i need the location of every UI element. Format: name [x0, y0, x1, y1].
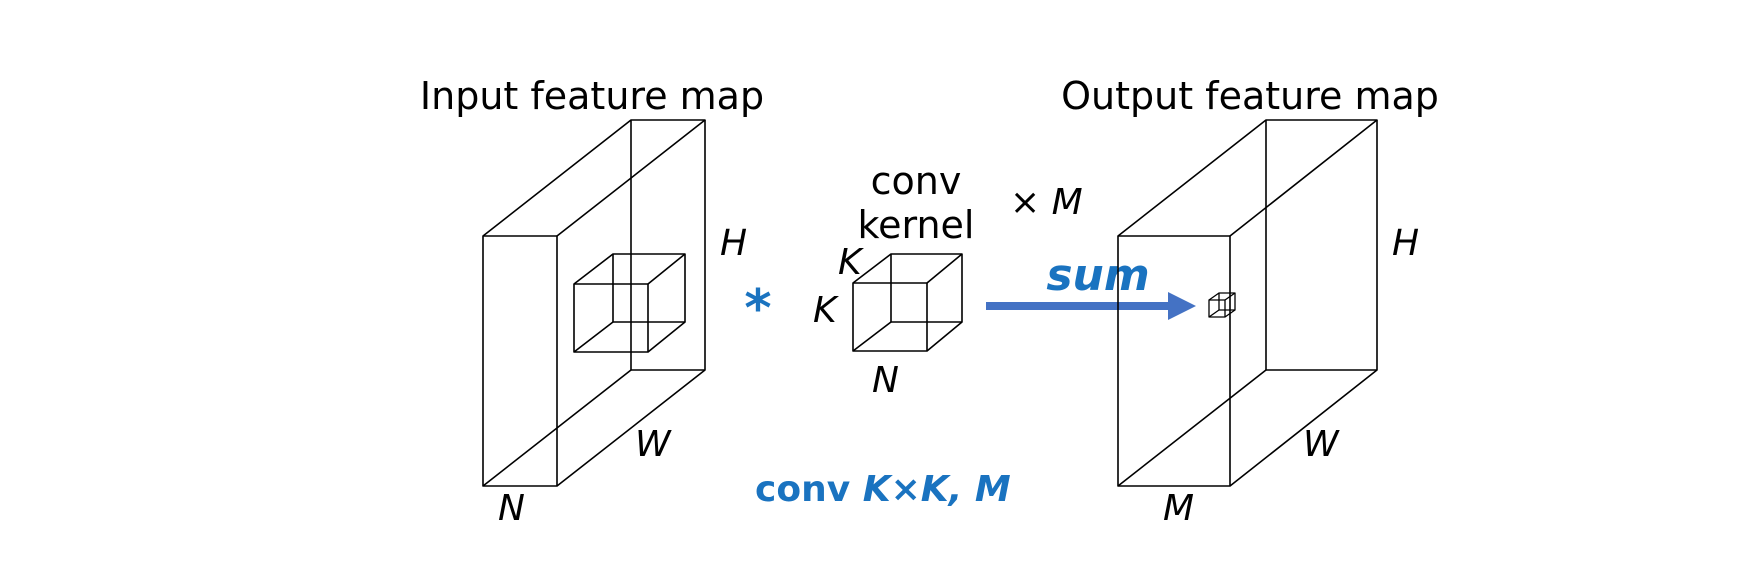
- output-back-diagonal-edge: [1117, 369, 1267, 487]
- output-w-label: W: [1303, 424, 1340, 465]
- kernel-cube: [852, 253, 963, 352]
- kernel-title-line1: conv: [871, 159, 962, 203]
- output-h-label: H: [1392, 223, 1419, 264]
- kernel-k-side-label: K: [813, 290, 839, 331]
- output-feature-map: Output feature map H W M: [1061, 74, 1439, 529]
- conv-kernel: conv kernel K K N × M: [813, 159, 1083, 401]
- kernel-times-m-label: × M: [1010, 182, 1083, 223]
- input-title: Input feature map: [420, 74, 764, 118]
- caption: conv K×K, M: [755, 469, 1011, 510]
- caption-prefix: conv: [755, 469, 863, 510]
- input-feature-map: Input feature map H W N: [420, 74, 764, 529]
- output-title: Output feature map: [1061, 74, 1439, 118]
- caption-spec: K×K, M: [863, 469, 1011, 510]
- output-m-label: M: [1163, 488, 1194, 529]
- output-pixel-cube: [1208, 292, 1236, 318]
- kernel-title-line2: kernel: [857, 203, 974, 247]
- kernel-k-top-label: K: [838, 242, 864, 283]
- arrow-head: [1168, 292, 1196, 320]
- input-front-face: [482, 235, 558, 487]
- input-w-label: W: [635, 424, 672, 465]
- receptive-field-cube: [573, 253, 686, 353]
- sum-arrow: sum: [986, 250, 1196, 320]
- convolution-operator: *: [744, 279, 771, 339]
- input-top-face: [482, 119, 706, 237]
- input-n-label: N: [498, 488, 525, 529]
- input-h-label: H: [720, 223, 747, 264]
- kernel-n-label: N: [872, 360, 899, 401]
- input-back-diagonal-edge: [482, 369, 632, 487]
- sum-label: sum: [1046, 250, 1149, 301]
- output-top-face: [1117, 119, 1378, 237]
